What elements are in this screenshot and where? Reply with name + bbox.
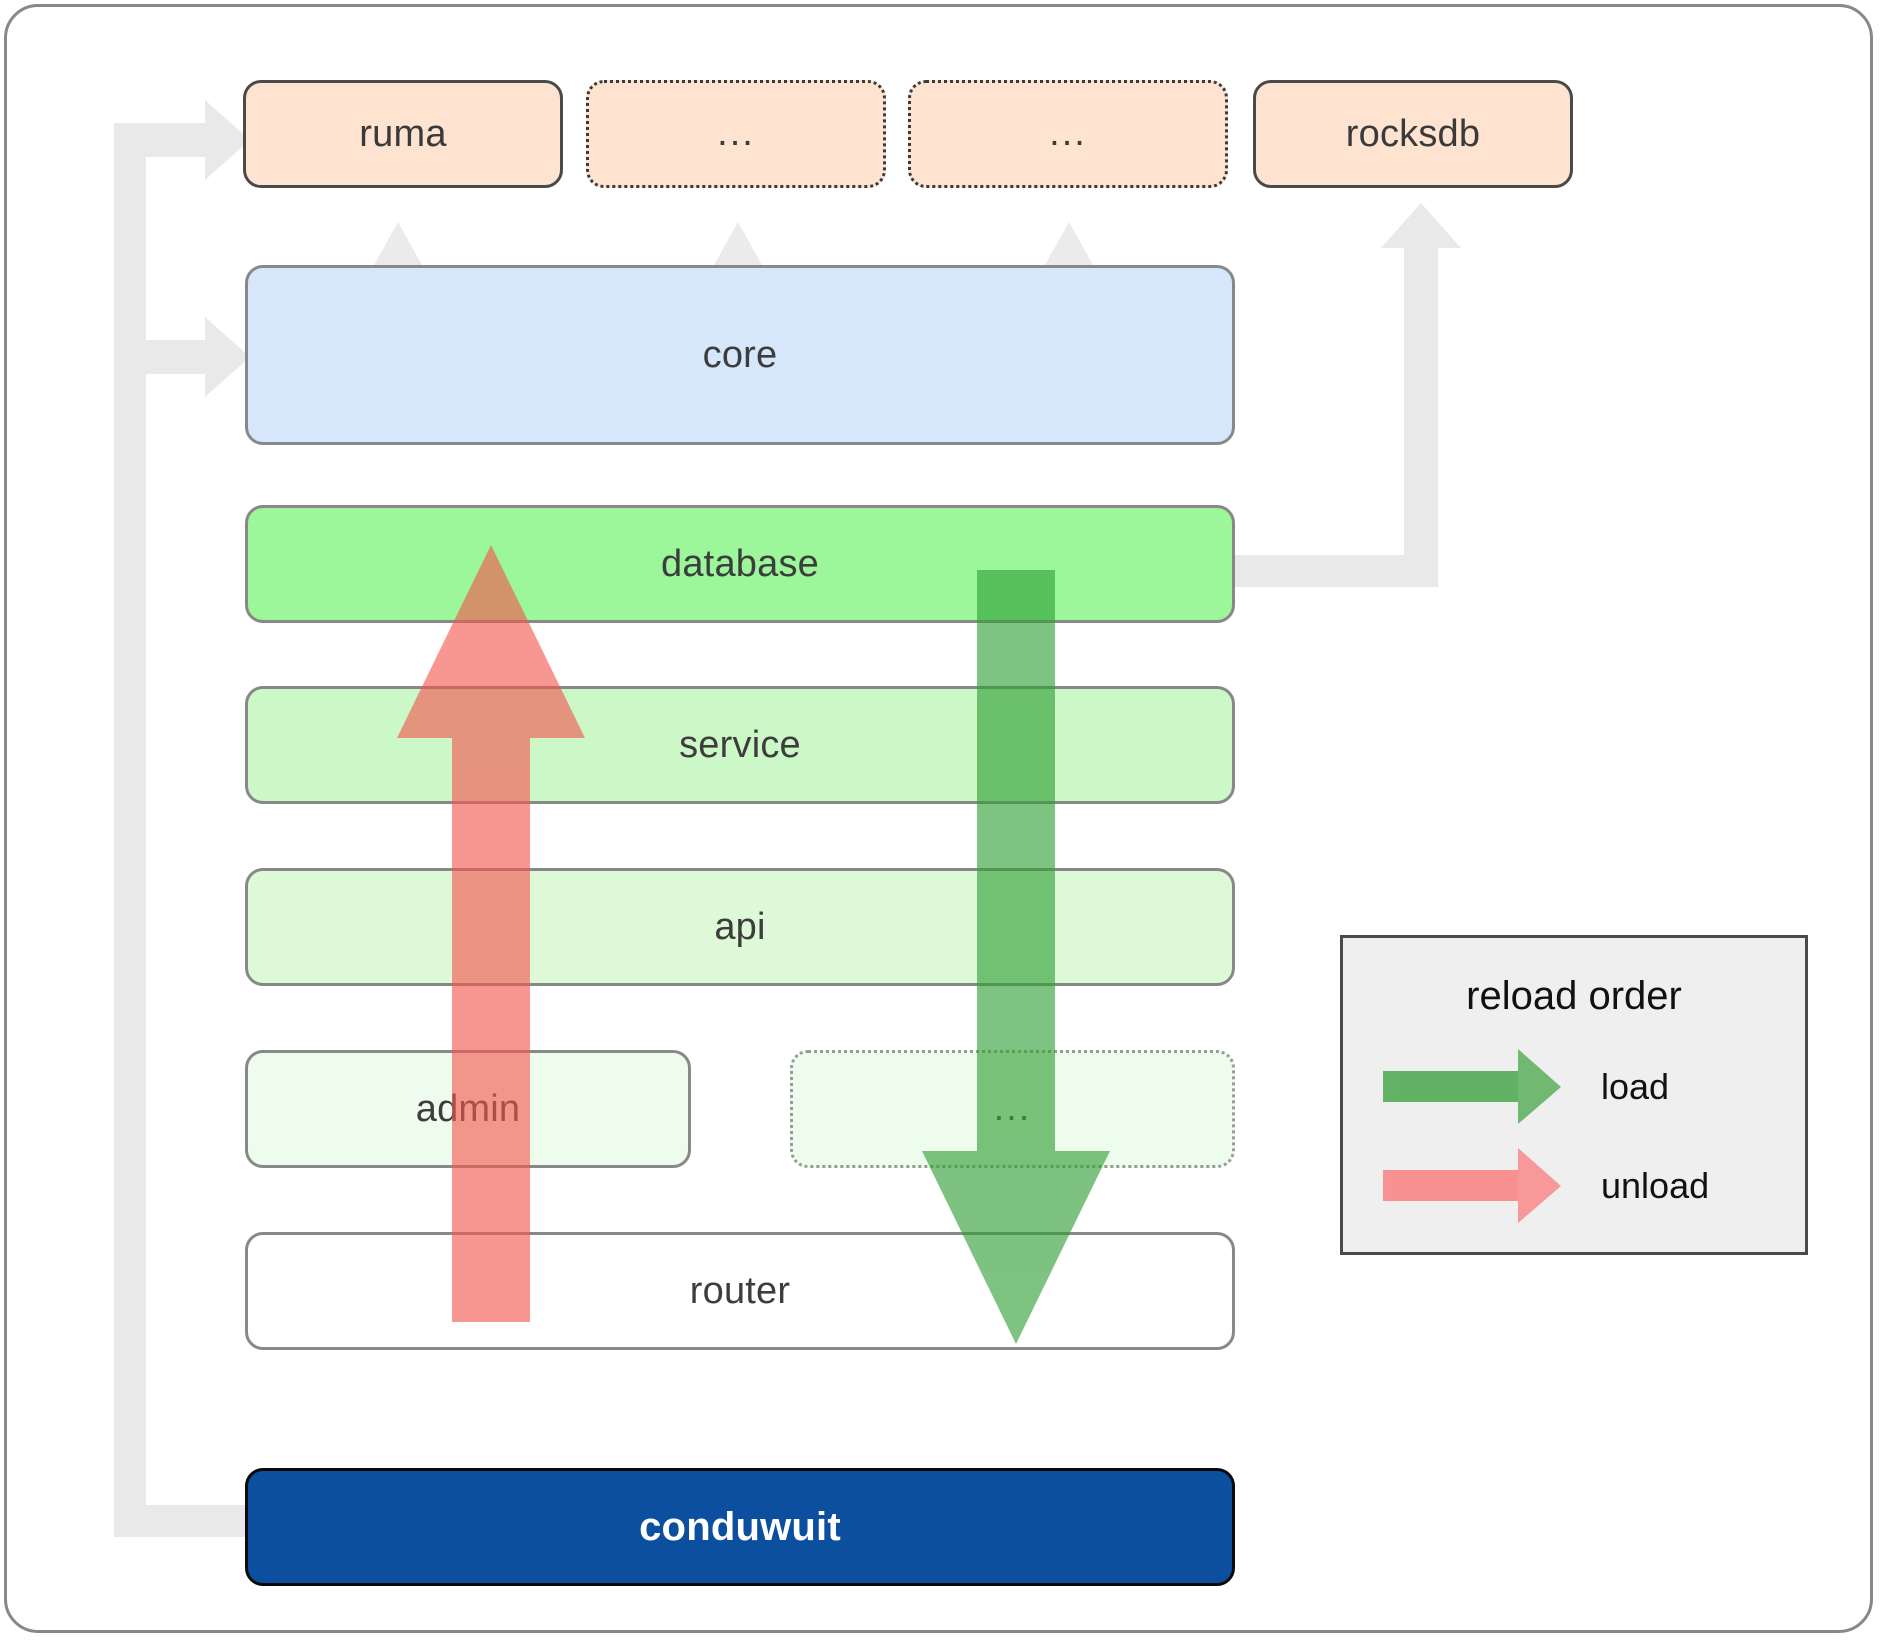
- layer-box-admin[interactable]: admin: [245, 1050, 691, 1168]
- legend-panel: reload order load unload: [1340, 935, 1808, 1255]
- dependency-box-rocksdb[interactable]: rocksdb: [1253, 80, 1573, 188]
- layer-box-service[interactable]: service: [245, 686, 1235, 804]
- dependency-box-ruma[interactable]: ruma: [243, 80, 563, 188]
- layer-label-router: router: [689, 1270, 791, 1312]
- dependency-box-dots-1[interactable]: ...: [586, 80, 886, 188]
- layer-label-admin: admin: [415, 1088, 521, 1130]
- legend-title: reload order: [1466, 974, 1682, 1018]
- dependency-label-dots-2: ...: [1049, 112, 1087, 155]
- dependency-box-dots-2[interactable]: ...: [908, 80, 1228, 188]
- dependency-label-ruma: ruma: [359, 113, 447, 155]
- root-box-conduwuit[interactable]: conduwuit: [245, 1468, 1235, 1586]
- legend-unload-arrow-icon: [1383, 1148, 1561, 1223]
- layer-label-dots: ...: [993, 1087, 1032, 1130]
- legend-load-arrow-icon: [1383, 1049, 1561, 1124]
- layer-box-dots[interactable]: ...: [790, 1050, 1235, 1168]
- layer-label-database: database: [661, 543, 819, 585]
- diagram-frame: [4, 4, 1873, 1633]
- layer-box-api[interactable]: api: [245, 868, 1235, 986]
- legend-arrow-graphics: [1383, 1049, 1561, 1223]
- layer-label-core: core: [702, 334, 778, 376]
- layer-label-api: api: [714, 906, 766, 948]
- layer-box-router[interactable]: router: [245, 1232, 1235, 1350]
- layer-box-database[interactable]: database: [245, 505, 1235, 623]
- root-label-conduwuit: conduwuit: [639, 1505, 841, 1549]
- legend-label-load: load: [1601, 1066, 1670, 1107]
- dependency-label-rocksdb: rocksdb: [1345, 113, 1481, 155]
- layer-box-core[interactable]: core: [245, 265, 1235, 445]
- layer-label-service: service: [679, 724, 801, 766]
- legend-label-unload: unload: [1601, 1165, 1710, 1206]
- dependency-label-dots-1: ...: [717, 112, 755, 155]
